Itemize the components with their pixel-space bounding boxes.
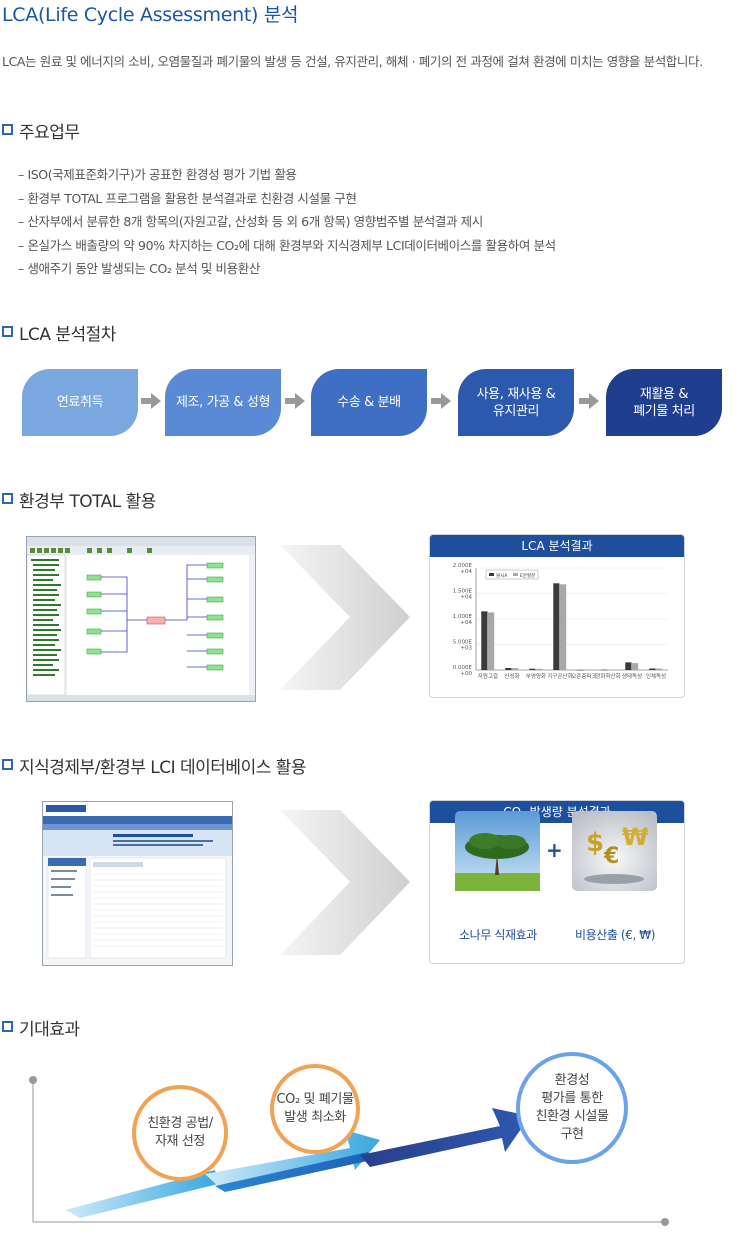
- big-arrow-right-icon: [280, 810, 410, 955]
- section-title-lci: 지식경제부/환경부 LCI 데이터베이스 활용: [2, 753, 307, 778]
- legend-label: 원시A: [496, 572, 508, 579]
- arrow-right-icon: [579, 393, 599, 409]
- section-title-procedure: LCA 분석절차: [2, 320, 116, 345]
- step-manufacture: 제조, 가공 & 성형: [165, 369, 281, 436]
- bullet-icon: [2, 326, 13, 337]
- x-tick-label: 생태독성: [622, 672, 642, 680]
- bar: [505, 667, 512, 670]
- cost-label: 비용산출 (€, ₩): [574, 928, 656, 942]
- plus-icon: +: [546, 838, 563, 862]
- list-item: ISO(국제표준화기구)가 공표한 환경성 평가 기법 활용: [18, 163, 556, 187]
- bar: [553, 583, 560, 670]
- list-item: 온실가스 배출량의 약 90% 차지하는 CO₂에 대해 환경부와 지식경제부 …: [18, 234, 556, 258]
- list-item: 산자부에서 분류한 8개 항목의(자원고갈, 산성화 등 외 6개 항목) 영향…: [18, 210, 556, 234]
- section-title-effects: 기대효과: [2, 1015, 80, 1040]
- svg-text:$: $: [586, 828, 604, 858]
- effect-circle-materials: 친환경 공법/ 자재 선정: [132, 1085, 228, 1181]
- arrow-right-icon: [141, 393, 161, 409]
- x-tick-label: 자원고갈: [478, 672, 498, 680]
- bar: [481, 611, 488, 670]
- task-list: ISO(국제표준화기구)가 공표한 환경성 평가 기법 활용 환경부 TOTAL…: [18, 163, 556, 281]
- y-tick-label: 1.000E: [453, 614, 473, 620]
- bullet-icon: [2, 759, 13, 770]
- x-tick-label: 광화학산화: [595, 672, 620, 680]
- tree-effect-label: 소나무 식재효과: [459, 928, 537, 942]
- legend-label: E분할분: [520, 572, 535, 579]
- y-tick-label: +04: [460, 620, 472, 626]
- y-tick-label: +00: [460, 671, 472, 677]
- pine-tree-icon: [455, 811, 540, 891]
- x-tick-label: 오존층파괴: [571, 672, 596, 680]
- bar: [649, 668, 656, 670]
- legend-box: [485, 569, 539, 580]
- step-fuel: 연료취득: [22, 369, 138, 436]
- lca-bar-chart: 0.000E+005.000E+031.000E+041.500E+042.00…: [453, 563, 668, 680]
- section-title-tasks: 주요업무: [2, 118, 80, 143]
- page-title: LCA(Life Cycle Assessment) 분석: [2, 4, 299, 26]
- y-tick-label: 1.500E: [453, 589, 473, 595]
- co2-result-panel: CO₂ 발생량 분석결과 + $ € ₩ 소나무 식재효과 비용산출 (€, ₩…: [429, 800, 685, 964]
- total-program-screenshot: [26, 536, 256, 702]
- svg-text:₩: ₩: [622, 823, 649, 851]
- legend-swatch: [513, 573, 518, 576]
- bullet-icon: [2, 493, 13, 504]
- step-use: 사용, 재사용 & 유지관리: [458, 369, 574, 436]
- x-tick-label: 부영양화: [526, 672, 546, 680]
- bar: [512, 668, 519, 670]
- x-tick-label: 인체독성: [646, 672, 666, 680]
- bar: [601, 669, 608, 671]
- effects-graph: [29, 1076, 669, 1226]
- y-tick-label: 0.000E: [453, 665, 473, 671]
- intro-text: LCA는 원료 및 에너지의 소비, 오염물질과 폐기물의 발생 등 건설, 유…: [2, 54, 703, 69]
- bar: [529, 668, 536, 670]
- section-title-total: 환경부 TOTAL 활용: [2, 487, 156, 512]
- bullet-icon: [2, 124, 13, 135]
- y-tick-label: +04: [460, 595, 472, 601]
- bar: [577, 669, 584, 671]
- step-recycle: 재활용 & 폐기물 처리: [606, 369, 722, 436]
- bar: [608, 669, 615, 671]
- section-title-text: 환경부 TOTAL 활용: [19, 492, 156, 512]
- arrow-right-icon: [285, 393, 305, 409]
- section-title-text: LCA 분석절차: [19, 325, 116, 345]
- y-tick-label: +04: [460, 569, 472, 575]
- x-tick-label: 산성화: [504, 672, 519, 680]
- svg-text:€: €: [603, 844, 619, 869]
- bar: [560, 584, 567, 670]
- section-title-text: 주요업무: [19, 123, 80, 143]
- x-tick-label: 지구온난화: [547, 672, 572, 680]
- bar: [625, 662, 632, 670]
- bar: [536, 668, 543, 670]
- bar: [584, 669, 591, 671]
- effect-circle-facility: 환경성 평가를 통한 친환경 시설물 구현: [516, 1052, 628, 1164]
- arrow-right-icon: [431, 393, 451, 409]
- bar: [488, 612, 495, 670]
- legend-swatch: [489, 573, 494, 576]
- y-tick-label: 5.000E: [453, 640, 473, 646]
- currency-coins-icon: $ € ₩: [572, 811, 657, 891]
- list-item: 환경부 TOTAL 프로그램을 활용한 분석결과로 친환경 시설물 구현: [18, 187, 556, 211]
- y-tick-label: 2.000E: [453, 563, 473, 569]
- section-title-text: 기대효과: [19, 1020, 80, 1040]
- y-tick-label: +03: [460, 646, 472, 652]
- step-transport: 수송 & 분배: [311, 369, 427, 436]
- bar: [656, 668, 663, 670]
- bullet-icon: [2, 1021, 13, 1032]
- effect-circle-co2: CO₂ 및 폐기물 발생 최소화: [270, 1064, 360, 1154]
- big-arrow-right-icon: [280, 545, 410, 690]
- bar: [632, 663, 639, 670]
- lca-result-title: LCA 분석결과: [430, 535, 684, 557]
- list-item: 생애주기 동안 발생되는 CO₂ 분석 및 비용환산: [18, 257, 556, 281]
- section-title-text: 지식경제부/환경부 LCI 데이터베이스 활용: [19, 758, 307, 778]
- lci-database-screenshot: [42, 801, 233, 966]
